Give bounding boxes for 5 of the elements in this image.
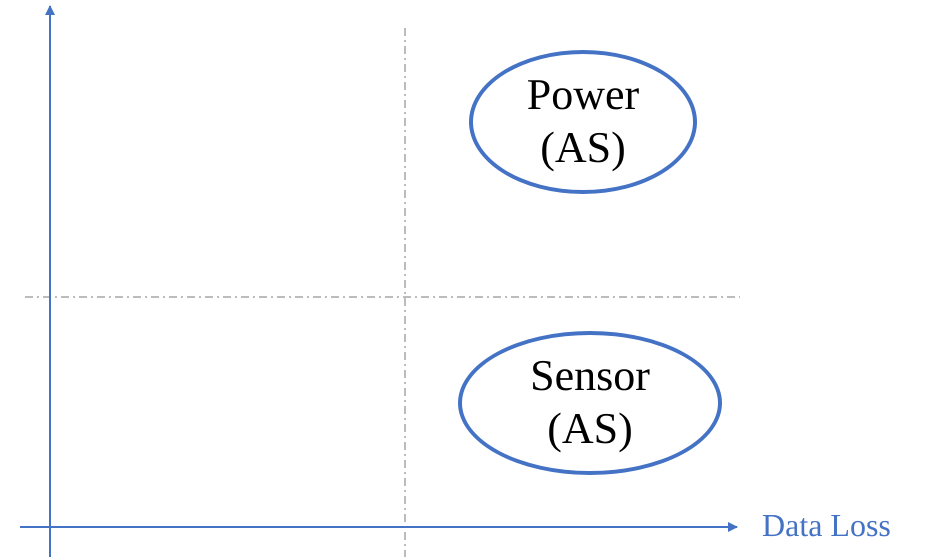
ellipse — [458, 331, 722, 475]
ellipse — [469, 50, 697, 194]
node-label: Sensor (AS) — [529, 350, 651, 455]
axis-label: Data Loss — [762, 507, 891, 544]
node-label: Power (AS) — [526, 69, 640, 174]
